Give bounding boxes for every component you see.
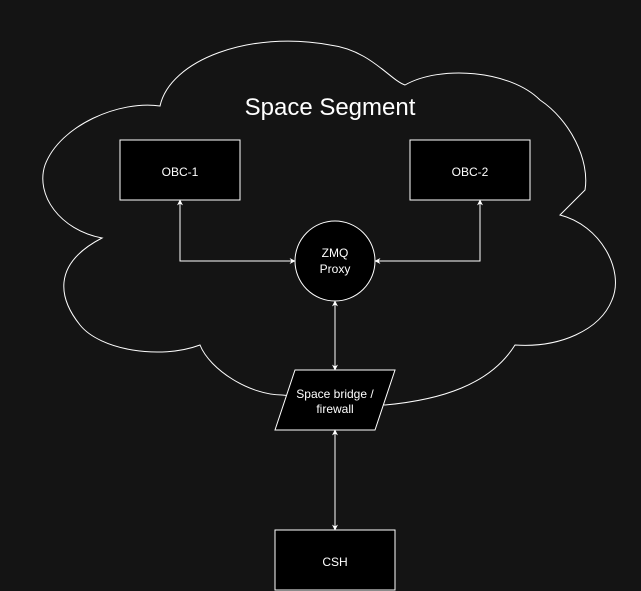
space-segment-cloud [42, 40, 616, 406]
zmq-proxy-label-line1: ZMQ [322, 246, 349, 260]
node-obc-1[interactable]: OBC-1 [119, 139, 241, 201]
obc-2-box [409, 139, 531, 201]
space-bridge-parallelogram [274, 369, 396, 431]
zmq-proxy-label-line2: Proxy [320, 262, 351, 276]
edge-zmq-obc2 [374, 199, 483, 264]
obc-1-label: OBC-1 [162, 165, 199, 179]
space-bridge-label-line2: firewall [316, 402, 353, 416]
obc-1-box [119, 139, 241, 201]
node-obc-2[interactable]: OBC-2 [409, 139, 531, 201]
node-csh[interactable]: CSH [274, 529, 396, 591]
obc-2-label: OBC-2 [452, 165, 489, 179]
diagram-title: Space Segment [245, 94, 416, 121]
space-bridge-label-line1: Space bridge / [296, 387, 374, 401]
csh-label: CSH [322, 555, 347, 569]
zmq-proxy-circle [294, 220, 376, 302]
csh-box [274, 529, 396, 591]
node-zmq-proxy[interactable]: ZMQ Proxy [294, 220, 376, 302]
edge-zmq-obc1 [177, 199, 296, 264]
node-space-bridge[interactable]: Space bridge / firewall [274, 369, 396, 431]
